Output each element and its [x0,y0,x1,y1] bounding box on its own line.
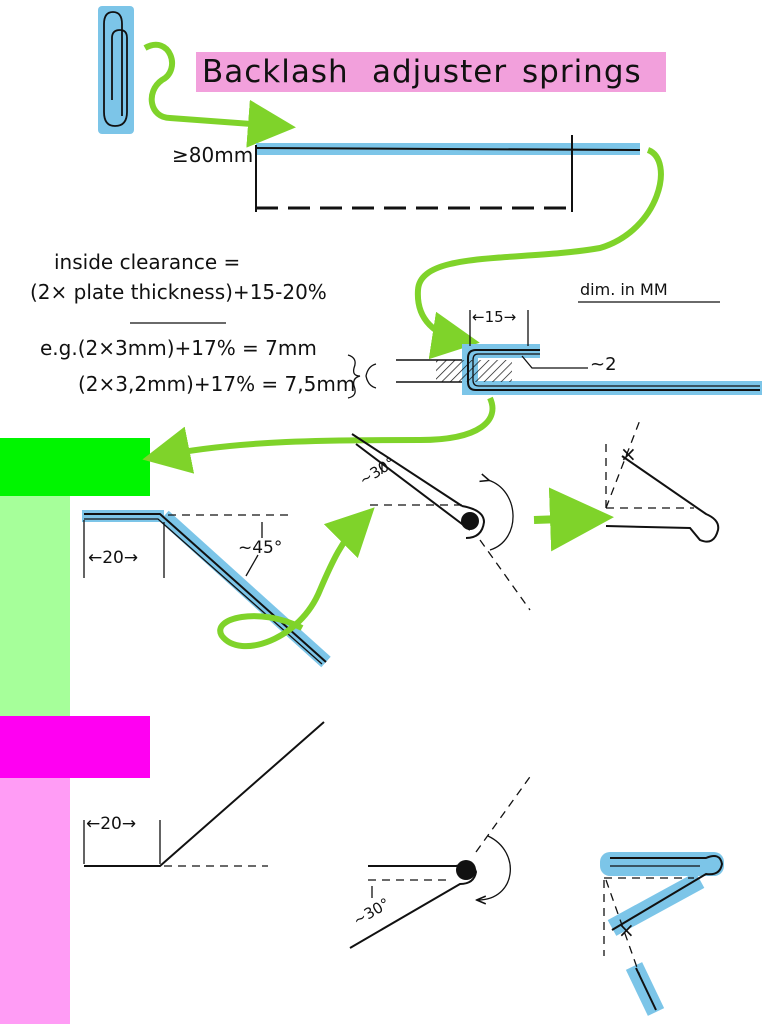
wire-straight [255,135,641,212]
clip-section [347,310,762,399]
title-word-3: springs [522,54,642,90]
title-highlight [196,52,666,92]
step6-spring [600,852,724,1016]
width-15-label: ←15→ [472,308,517,326]
paperclip-icon [98,6,134,134]
step-bar-magenta [0,716,150,778]
green-arrow-4 [217,507,375,650]
step5-bend [349,773,533,949]
clearance-formula-line2: (2× plate thickness)+15-20% [30,280,327,304]
step1-bend [82,510,331,668]
step-bar-green-light [0,496,70,716]
step1-angle-label: ~45° [238,538,283,558]
green-arrow-2 [414,147,664,360]
title-word-2: adjuster [372,54,508,90]
step-bar-pink-light [0,778,70,1024]
green-arrow-1 [143,41,296,148]
cross-mark-1: × [620,442,637,466]
green-arrow-3 [142,396,496,474]
dimension-note: dim. in MM [580,280,668,299]
gap-2-label: ~2 [590,354,617,375]
step2-bend [351,433,531,611]
step-bar-green [0,438,150,496]
step3-hook [605,419,720,543]
example-1: e.g.(2×3mm)+17% = 7mm [40,336,317,360]
clearance-formula-line1: inside clearance = [54,250,241,274]
step4-bend [83,721,325,867]
title-word-1: Backlash [202,54,349,90]
example-2: (2×3,2mm)+17% = 7,5mm [78,372,356,396]
step1-length-label: ←20→ [88,548,139,568]
cross-mark-2: × [618,918,635,942]
length-label: ≥80mm [172,143,254,167]
green-arrow-5 [533,487,614,552]
step3-length-label: ←20→ [86,814,137,834]
